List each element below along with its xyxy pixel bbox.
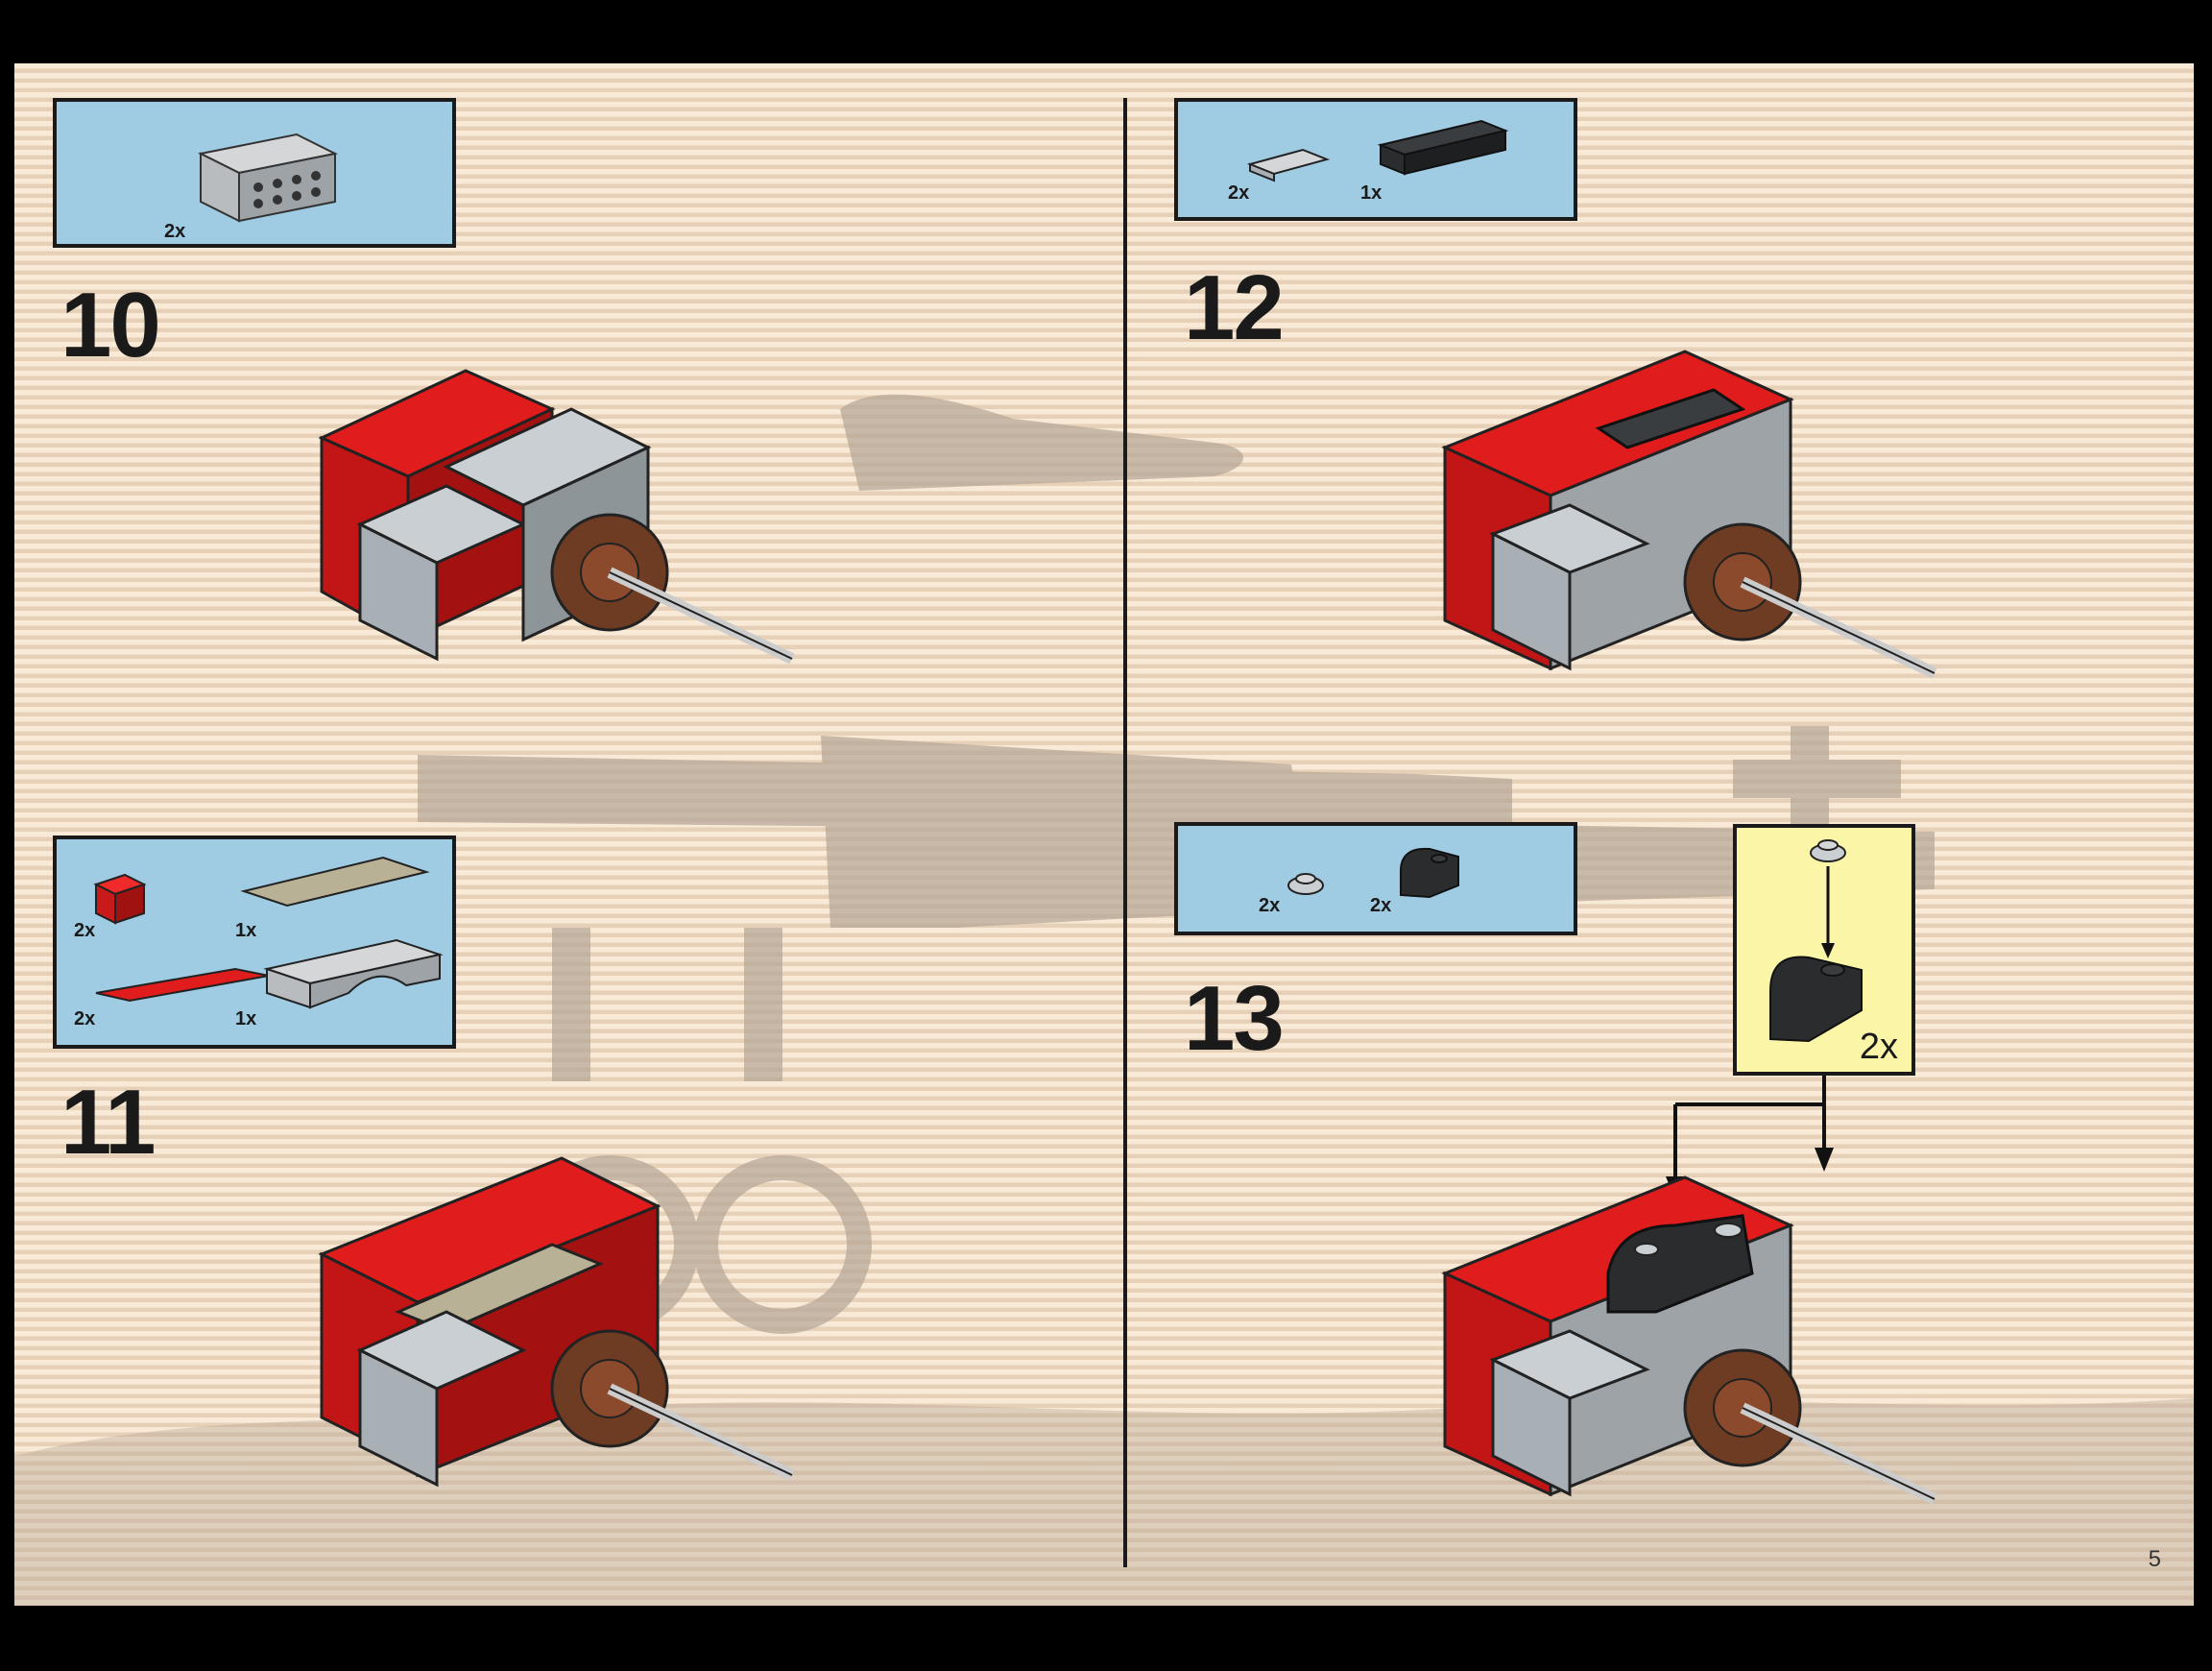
parts-box-step-11: 2x 1x 2x 1x: [53, 836, 456, 1049]
part-gray-arch-brick: [262, 935, 445, 1012]
part-gray-round-plate: [1282, 864, 1330, 903]
parts-box-step-12: 2x 1x: [1174, 98, 1577, 221]
step-12-assembly-model: [1426, 342, 2021, 745]
page-number: 5: [2149, 1546, 2161, 1573]
part-tan-plate-2x6: [239, 853, 431, 910]
part-gray-brick-2x4: [191, 125, 345, 221]
step-number-12: 12: [1184, 255, 1283, 361]
part-qty: 2x: [1228, 182, 1249, 205]
part-qty: 2x: [74, 920, 95, 942]
part-red-brick-1x1: [91, 870, 149, 928]
part-qty: 1x: [235, 920, 256, 942]
callout-quantity: 2x: [1860, 1027, 1898, 1068]
part-qty: 1x: [1360, 182, 1382, 205]
step-number-13: 13: [1184, 966, 1283, 1072]
step-11-assembly-model: [302, 1149, 878, 1552]
part-qty: 2x: [74, 1008, 95, 1030]
step-number-11: 11: [60, 1070, 154, 1175]
callout-assembly-diagram: [1737, 828, 1919, 1049]
part-gray-plate-1x2: [1245, 140, 1332, 188]
part-qty: 2x: [1259, 895, 1280, 917]
step-13-assembly-model: [1426, 1168, 2021, 1571]
step-number-10: 10: [60, 273, 159, 378]
part-red-tile-1x6: [91, 964, 274, 1012]
column-divider: [1123, 98, 1127, 1567]
part-black-brick-1x4: [1376, 111, 1510, 179]
part-qty: 2x: [164, 221, 185, 243]
parts-box-step-10: 2x: [53, 98, 456, 248]
parts-box-step-13: 2x 2x: [1174, 822, 1577, 935]
part-qty: 1x: [235, 1008, 256, 1030]
step-10-assembly-model: [302, 332, 878, 736]
sub-assembly-callout: 2x: [1733, 824, 1915, 1076]
part-black-curved-slope: [1391, 837, 1468, 905]
part-qty: 2x: [1370, 895, 1391, 917]
instruction-page: 2x 10 2x 1x 2x: [14, 63, 2194, 1606]
